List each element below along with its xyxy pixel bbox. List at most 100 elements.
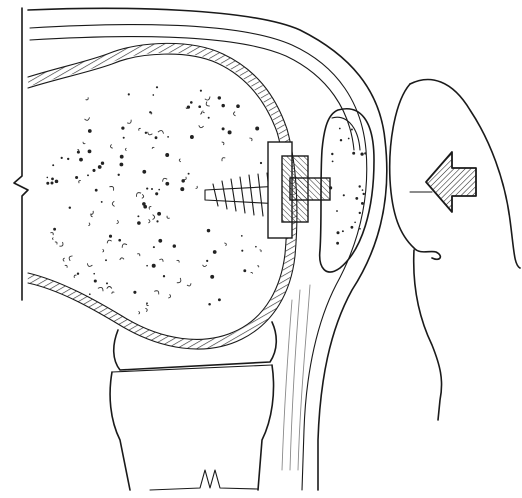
speckle-mark bbox=[88, 129, 92, 133]
speckle-mark bbox=[255, 127, 259, 131]
speckle-mark bbox=[184, 177, 186, 180]
speckle-mark bbox=[210, 275, 214, 279]
speckle-mark bbox=[79, 180, 81, 183]
speckle-mark bbox=[198, 105, 201, 108]
speckle-mark bbox=[165, 153, 169, 157]
speckle-mark bbox=[177, 260, 180, 262]
speckle-mark bbox=[249, 138, 252, 141]
speckle-mark bbox=[352, 152, 355, 155]
speckle-mark bbox=[187, 283, 191, 286]
speckle-mark bbox=[117, 220, 119, 224]
speckle-mark bbox=[107, 240, 112, 243]
speckle-mark bbox=[167, 136, 169, 138]
speckle-mark bbox=[121, 126, 124, 129]
speckle-mark bbox=[200, 90, 202, 92]
speckle-mark bbox=[92, 169, 95, 172]
speckle-mark bbox=[342, 230, 344, 232]
speckle-mark bbox=[359, 228, 361, 230]
section-cut-line bbox=[14, 8, 28, 300]
speckle-mark bbox=[190, 101, 193, 104]
speckle-mark bbox=[137, 221, 141, 225]
speckle-mark bbox=[218, 96, 221, 99]
speckle-mark bbox=[336, 210, 338, 212]
speckle-mark bbox=[109, 187, 113, 191]
speckle-mark bbox=[196, 186, 198, 188]
cancellous-bone-texture bbox=[46, 86, 277, 314]
speckle-mark bbox=[158, 189, 160, 191]
speckle-mark bbox=[203, 265, 207, 267]
speckle-mark bbox=[167, 216, 170, 219]
speckle-mark bbox=[207, 229, 210, 232]
speckle-mark bbox=[120, 258, 124, 260]
speckle-mark bbox=[55, 242, 57, 244]
speckle-mark bbox=[228, 130, 232, 134]
speckle-mark bbox=[118, 174, 120, 176]
speckle-mark bbox=[112, 201, 114, 206]
speckle-mark bbox=[364, 152, 366, 154]
speckle-mark bbox=[241, 250, 243, 252]
speckle-mark bbox=[155, 192, 158, 195]
speckle-mark bbox=[208, 303, 211, 306]
speckle-mark bbox=[260, 250, 262, 252]
speckle-mark bbox=[155, 136, 158, 139]
speckle-mark bbox=[148, 219, 150, 223]
speckle-mark bbox=[208, 117, 210, 119]
speckle-mark bbox=[153, 215, 155, 220]
speckle-mark bbox=[339, 128, 341, 130]
soft-tissue-layers bbox=[28, 8, 387, 490]
speckle-mark bbox=[260, 162, 262, 164]
speckle-mark bbox=[118, 239, 121, 242]
speckle-mark bbox=[149, 207, 151, 210]
speckle-mark bbox=[199, 125, 204, 127]
speckle-mark bbox=[87, 263, 92, 266]
speckle-mark bbox=[88, 150, 92, 154]
speckle-mark bbox=[188, 173, 190, 175]
speckle-mark bbox=[119, 163, 123, 167]
speckle-mark bbox=[63, 258, 65, 261]
speckle-mark bbox=[146, 265, 148, 267]
speckle-mark bbox=[88, 223, 89, 226]
speckle-mark bbox=[67, 158, 69, 160]
speckle-mark bbox=[139, 311, 140, 314]
speckle-mark bbox=[122, 244, 127, 248]
speckle-mark bbox=[77, 272, 79, 274]
speckle-mark bbox=[74, 275, 76, 278]
speckle-mark bbox=[85, 117, 90, 120]
speckle-mark bbox=[158, 131, 164, 134]
speckle-mark bbox=[146, 188, 148, 190]
speckle-mark bbox=[89, 293, 91, 295]
speckle-mark bbox=[165, 182, 169, 186]
speckle-mark bbox=[51, 178, 54, 181]
speckle-mark bbox=[125, 148, 126, 151]
screw-implant bbox=[205, 142, 330, 238]
speckle-mark bbox=[145, 308, 147, 311]
speckle-mark bbox=[153, 246, 155, 248]
speckle-mark bbox=[177, 278, 181, 283]
speckle-mark bbox=[142, 194, 144, 198]
speckle-mark bbox=[329, 186, 332, 189]
speckle-mark bbox=[213, 250, 217, 254]
speckle-mark bbox=[243, 269, 246, 272]
speckle-mark bbox=[359, 212, 361, 214]
speckle-mark bbox=[148, 132, 153, 135]
speckle-mark bbox=[190, 135, 194, 139]
speckle-mark bbox=[137, 193, 142, 197]
speckle-mark bbox=[336, 231, 339, 234]
speckle-mark bbox=[222, 158, 225, 161]
speckle-mark bbox=[362, 189, 364, 191]
speckle-mark bbox=[156, 86, 158, 88]
speckle-mark bbox=[241, 235, 243, 237]
speckle-mark bbox=[361, 202, 364, 205]
speckle-mark bbox=[354, 221, 356, 223]
speckle-mark bbox=[95, 189, 98, 192]
speckle-mark bbox=[87, 174, 89, 176]
speckle-mark bbox=[106, 282, 108, 284]
speckle-mark bbox=[173, 244, 176, 247]
speckle-mark bbox=[94, 279, 97, 282]
speckle-mark bbox=[46, 182, 49, 185]
speckle-mark bbox=[52, 164, 54, 166]
speckle-mark bbox=[98, 165, 102, 169]
speckle-mark bbox=[257, 266, 258, 268]
profile-outline bbox=[390, 80, 520, 420]
speckle-mark bbox=[59, 242, 63, 246]
